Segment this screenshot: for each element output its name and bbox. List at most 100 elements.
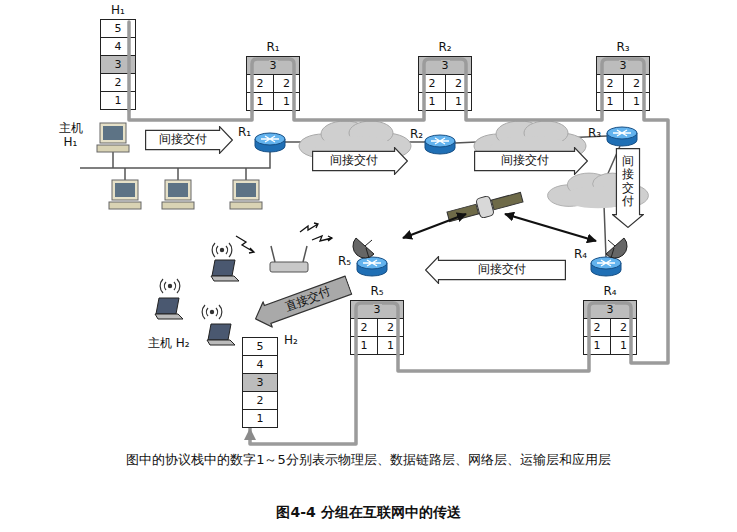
stack-label-box: R₄ [583, 284, 637, 298]
layer-cell: 1 [273, 92, 300, 111]
arrow-label: 间接交付 [478, 263, 526, 276]
packet-path-inside-line [424, 59, 466, 111]
block-arrow-outline [313, 148, 408, 175]
stack-label-box: R₃ [596, 40, 650, 54]
layer-cell: 2 [350, 318, 378, 337]
stack-label-box: H₁ [100, 3, 136, 17]
wifi-symbol [212, 243, 232, 257]
layer-number: 1 [632, 96, 641, 107]
layer-number: 1 [386, 340, 395, 351]
packet-path-inside-line [127, 22, 131, 110]
layer-number: 3 [114, 59, 123, 70]
layer-cell: 1 [583, 336, 611, 355]
arrow-label: 间接交付 [501, 154, 549, 167]
layer-cell: 2 [242, 391, 278, 410]
layer-cell: 1 [610, 336, 637, 355]
layer-number: 1 [454, 96, 463, 107]
radio-signal [300, 223, 318, 232]
layer-cell: 2 [596, 74, 624, 93]
layer-number: 2 [282, 78, 291, 89]
block-arrow-outline [251, 272, 353, 331]
layer-number: 2 [386, 322, 395, 333]
text-label-box: R₃ [588, 126, 601, 140]
protocol-stack: R₄32211 [583, 300, 637, 355]
layer-number: 1 [593, 340, 602, 351]
router-icon [255, 133, 285, 152]
stack-label: H₂ [284, 333, 298, 347]
layer-number: 3 [373, 304, 382, 315]
satellite-link [403, 214, 466, 238]
layer-number: 5 [256, 341, 265, 352]
text-label: R₄ [574, 247, 587, 261]
layer-number: 1 [360, 340, 369, 351]
layer-cell: 1 [418, 92, 446, 111]
packet-path [294, 111, 424, 120]
wifi-symbol [160, 279, 180, 293]
stack-label: R₄ [603, 284, 616, 298]
figure-caption: 图4-4 分组在互联网中的传送 [276, 504, 460, 520]
text-label-box: R₂ [410, 127, 423, 141]
text-label-box: 主机 H₂ [148, 336, 190, 350]
block-arrow: 间接交付 [145, 126, 233, 154]
layer-cell: 2 [445, 74, 472, 93]
layer-number: 1 [606, 96, 615, 107]
block-arrow-outline [146, 127, 233, 154]
packet-path-inside-line [356, 303, 398, 355]
layer-number: 2 [360, 322, 369, 333]
layer-number: 2 [632, 78, 641, 89]
laptop-icon [211, 260, 239, 281]
layer-cell: 1 [246, 92, 274, 111]
block-arrow: 间接交付 [312, 147, 408, 175]
layer-cell: 1 [445, 92, 472, 111]
layer-cell: 2 [583, 318, 611, 337]
layer-number: 4 [256, 359, 265, 370]
stack-label: R₃ [616, 40, 629, 54]
layer-number: 1 [256, 96, 265, 107]
router-icon [425, 135, 455, 154]
radio-signal [312, 236, 332, 241]
arrow-label: 间接交付 [330, 154, 378, 167]
packet-path [466, 111, 602, 120]
layer-cell: 2 [623, 74, 650, 93]
layer-cell: 3 [242, 373, 278, 392]
text-label-box: R₁ [238, 125, 251, 139]
wifi-symbol [202, 305, 222, 319]
layer-cell: 1 [596, 92, 624, 111]
stack-label-box: R₅ [350, 284, 404, 298]
host-computer [162, 180, 194, 209]
text-label: R₂ [410, 127, 423, 141]
laptop-icon [207, 324, 235, 345]
layer-cell: 1 [623, 92, 650, 111]
protocol-stack: R₅32211 [350, 300, 404, 355]
layer-cell: 2 [610, 318, 637, 337]
laptop-icon [155, 298, 183, 319]
radio-signal [236, 236, 254, 253]
layer-number: 2 [619, 322, 628, 333]
layer-number: 2 [256, 78, 265, 89]
layer-number: 2 [256, 395, 265, 406]
layer-number: 3 [619, 60, 628, 71]
stack-label: R₅ [370, 284, 383, 298]
layer-number: 5 [114, 23, 123, 34]
layer-cell: 2 [418, 74, 446, 93]
layer-cell: 1 [377, 336, 404, 355]
satellite-dish [353, 238, 374, 258]
text-label-box: R₄ [574, 247, 587, 261]
layer-number: 2 [606, 78, 615, 89]
layer-number: 3 [269, 60, 278, 71]
layer-number: 2 [593, 322, 602, 333]
packet-path [398, 355, 589, 371]
stack-label: H₁ [111, 3, 125, 17]
text-label: 主机 H₂ [148, 336, 190, 350]
layer-cell: 2 [273, 74, 300, 93]
stack-label-box: R₁ [246, 40, 300, 54]
layer-number: 2 [428, 78, 437, 89]
host-computer [97, 123, 129, 152]
layer-number: 3 [441, 60, 450, 71]
block-arrow-outline [475, 148, 588, 175]
stack-label: R₁ [266, 40, 279, 54]
layer-number: 3 [256, 377, 265, 388]
layer-cell: 2 [246, 74, 274, 93]
satellite [446, 188, 525, 227]
